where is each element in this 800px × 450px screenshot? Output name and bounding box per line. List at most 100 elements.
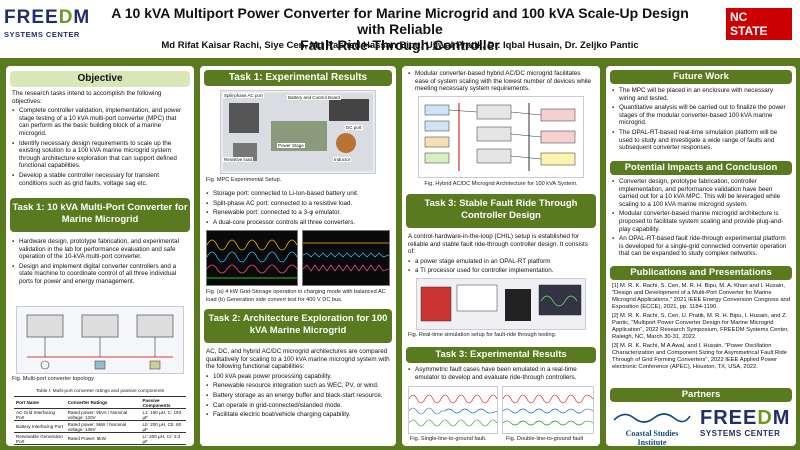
table-cell: Rated power: 5kW / Nominal voltage: 135V bbox=[65, 420, 141, 433]
table-cell: Lb: 200 µH, Cb: 60 µF bbox=[140, 420, 186, 433]
topology-diagram bbox=[26, 314, 174, 370]
publications-heading: Publications and Presentations bbox=[610, 266, 792, 280]
column-2: Task 1: Experimental Results Split-phase… bbox=[200, 66, 396, 446]
col3-intro-item: Modular converter-based hybrid AC/DC mic… bbox=[408, 70, 594, 93]
table-row: AC Grid Interfacing Port Rated power: 5k… bbox=[14, 408, 186, 421]
mpc-setup-photo: Split-phase AC port Resistive load Power… bbox=[220, 90, 376, 174]
task2-item: 100 kVA peak power processing capability… bbox=[206, 373, 390, 381]
future-work-item: Quantitative analysis will be carried ou… bbox=[612, 104, 790, 127]
scope-caption: Fig. (a) 4 kW Grid-Storage operation in … bbox=[206, 289, 386, 303]
poster-title: A 10 kVA Multiport Power Converter for M… bbox=[100, 5, 700, 53]
task3-intro: A control-hardware-in-the-loop (CHIL) se… bbox=[408, 233, 588, 256]
task2-item: Can operate in grid-connected/islanded m… bbox=[206, 402, 390, 410]
photo-label: Inductor bbox=[333, 157, 352, 162]
impacts-item: An OPAL-RT-based fault ride-through expe… bbox=[612, 235, 790, 258]
publication-item: [1] M. R. K. Rachi, S. Cen, M. R. H. Bip… bbox=[612, 283, 790, 310]
table-cell: AC Grid Interfacing Port bbox=[14, 408, 66, 421]
table-cell: Battery Interfacing Port bbox=[14, 420, 66, 433]
publication-item: [2] M. R. K. Rachi, S. Cen, U. Pratik, M… bbox=[612, 313, 789, 340]
photo-label: Resistive load bbox=[223, 157, 254, 162]
partner-logo-text-end: M bbox=[772, 407, 791, 429]
task3-heading: Task 3: Stable Fault Ride Through Contro… bbox=[406, 194, 596, 228]
task3-results-item: Asymmetric fault cases have been emulate… bbox=[408, 366, 594, 381]
scope-waveform-b bbox=[302, 242, 390, 272]
dlg-fault-plot bbox=[502, 386, 594, 434]
table-cell: Rated power: 5kVA / Nominal voltage: 120… bbox=[65, 408, 141, 421]
slg-fault-waveform bbox=[408, 394, 498, 427]
task3-item: a TI processor used for controller imple… bbox=[408, 267, 594, 275]
slg-fault-plot bbox=[408, 386, 498, 434]
column-1: Objective The research tasks intend to a… bbox=[6, 66, 194, 446]
partner-logo-subtitle: SYSTEMS CENTER bbox=[700, 429, 781, 438]
table-header: Port Name bbox=[14, 396, 66, 409]
task1-results-item: Split-phase AC port: connected to a resi… bbox=[206, 200, 390, 208]
coastal-studies-text: Coastal Studies Institute bbox=[625, 429, 679, 446]
objective-item: Identify necessary design requirements t… bbox=[12, 140, 188, 170]
column-3: Modular converter-based hybrid AC/DC mic… bbox=[402, 66, 600, 446]
objective-heading: Objective bbox=[10, 71, 190, 87]
objective-item: Develop a stable controller necessary fo… bbox=[12, 172, 188, 187]
coastal-studies-logo: Coastal Studies Institute bbox=[612, 410, 692, 446]
logo-text-accent: D bbox=[58, 7, 74, 28]
logo-text: FREE bbox=[4, 7, 59, 28]
photo-label: Split-phase AC port bbox=[223, 93, 264, 98]
chil-setup-figure bbox=[416, 278, 586, 330]
table-cell: Rated Power: 5kW bbox=[65, 432, 141, 445]
poster-header: FREEDM SYSTEMS CENTER A 10 kVA Multiport… bbox=[0, 0, 800, 58]
future-work-body: The MPC will be placed in an enclosure w… bbox=[612, 87, 790, 154]
task3-item: a power stage emulated in an OPAL-RT pla… bbox=[408, 258, 594, 266]
table-cell: Lr: 200 µH, Cr: 3.3 µF bbox=[140, 432, 186, 445]
task2-body: AC, DC, and hybrid AC/DC microgrid archi… bbox=[206, 348, 390, 421]
freedm-logo: FREEDM SYSTEMS CENTER bbox=[4, 8, 94, 44]
impacts-item: Modular converter-based marine microgrid… bbox=[612, 210, 790, 233]
scope-waveform-a bbox=[206, 239, 298, 279]
task1-results-heading: Task 1: Experimental Results bbox=[204, 70, 392, 86]
task1-results-list: Storage port: connected to Li-Ion-based … bbox=[206, 190, 390, 228]
future-work-heading: Future Work bbox=[610, 70, 792, 84]
photo-label: Battery and Control Board bbox=[287, 95, 342, 100]
title-line-2: Fault Ride-Through Controller bbox=[300, 37, 500, 53]
table-cell: Renewable Generation Port bbox=[14, 432, 66, 445]
impacts-body: Converter design, prototype fabrication,… bbox=[612, 178, 790, 260]
impacts-item: Converter design, prototype fabrication,… bbox=[612, 178, 790, 208]
logo-subtitle: SYSTEMS CENTER bbox=[4, 30, 80, 39]
title-line-1: A 10 kVA Multiport Power Converter for M… bbox=[111, 5, 689, 37]
task1-item: Design and implement digital converter c… bbox=[12, 263, 188, 286]
task1-body: Hardware design, prototype fabrication, … bbox=[12, 238, 188, 288]
task1-results-item: Storage port: connected to Li-Ion-based … bbox=[206, 190, 390, 198]
freedm-partner-logo: FREEDM SYSTEMS CENTER bbox=[700, 408, 792, 442]
converter-topology-figure bbox=[16, 306, 184, 374]
partners-heading: Partners bbox=[610, 388, 792, 402]
table-header: Passive Components bbox=[140, 396, 186, 409]
table-header-row: Port Name Converter Ratings Passive Comp… bbox=[14, 396, 186, 409]
task2-heading: Task 2: Architecture Exploration for 100… bbox=[204, 309, 392, 343]
table-cell: L1: 150 µH, C: 193 µF bbox=[140, 408, 186, 421]
partner-logo-text-accent: D bbox=[757, 407, 773, 429]
task2-item: Renewable resource integration such as W… bbox=[206, 382, 390, 390]
architecture-diagram bbox=[424, 103, 576, 171]
objective-item: Complete controller validation, implemen… bbox=[12, 107, 188, 137]
microgrid-architecture-figure bbox=[418, 96, 584, 178]
photo-label: Power Stage bbox=[277, 143, 305, 148]
dlg-fault-waveform bbox=[502, 394, 594, 426]
architecture-caption: Fig. Hybrid AC/DC Microgrid Architecture… bbox=[424, 181, 578, 187]
future-work-item: The OPAL-RT-based real-time simulation p… bbox=[612, 129, 790, 152]
impacts-heading: Potential Impacts and Conclusion bbox=[610, 161, 792, 175]
task2-item: Battery storage as an energy buffer and … bbox=[206, 392, 390, 400]
publication-item: [3] M. R. K. Rachi, M A Awal, and I. Hus… bbox=[612, 343, 787, 370]
ratings-table: Port Name Converter Ratings Passive Comp… bbox=[14, 396, 186, 445]
mpc-setup-caption: Fig. MPC Experimental Setup. bbox=[206, 177, 282, 183]
task1-heading: Task 1: 10 kVA Multi-Port Converter for … bbox=[10, 198, 190, 232]
authors: Md Rifat Kaisar Rachi, Siye Cen, Md Rash… bbox=[161, 40, 639, 51]
topology-caption: Fig. Multi-port converter topology. bbox=[12, 376, 95, 382]
logo-text-end: M bbox=[73, 7, 91, 28]
photo-label: DC port bbox=[345, 125, 363, 130]
table-row: Battery Interfacing Port Rated power: 5k… bbox=[14, 420, 186, 433]
table-row: Renewable Generation Port Rated Power: 5… bbox=[14, 432, 186, 445]
task2-item: Facilitate electric boat/vehicle chargin… bbox=[206, 411, 390, 419]
table-header: Converter Ratings bbox=[65, 396, 141, 409]
wave-icon bbox=[613, 413, 691, 423]
column-4: Future Work The MPC will be placed in an… bbox=[606, 66, 796, 446]
objective-body: The research tasks intend to accomplish … bbox=[12, 90, 188, 189]
task3-results-heading: Task 3: Experimental Results bbox=[406, 347, 596, 363]
